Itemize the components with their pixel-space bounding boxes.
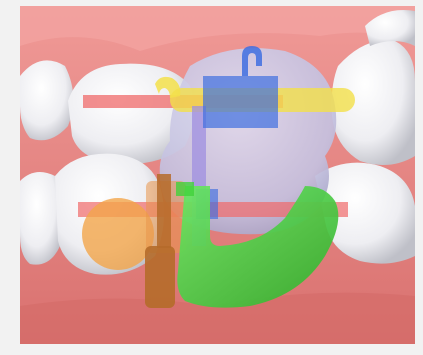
tooth-upper-left-back (20, 60, 73, 140)
orange-pad (82, 198, 154, 270)
dental-appliance-render (20, 6, 415, 344)
brown-post-stem (157, 174, 171, 248)
brown-post-base (145, 246, 175, 308)
green-cap (176, 182, 194, 196)
tooth-lower-left-back (20, 172, 62, 265)
3d-viewport (20, 6, 415, 344)
blue-bracket-upper (203, 76, 278, 128)
